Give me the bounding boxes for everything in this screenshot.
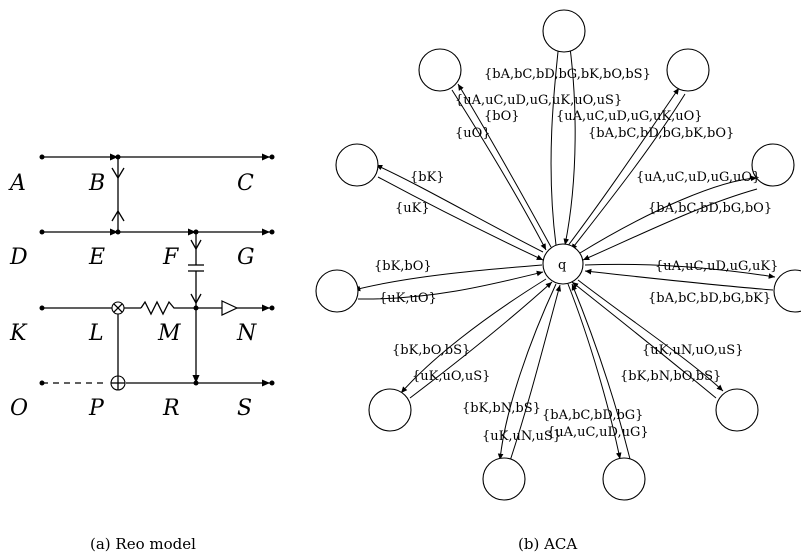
edge-label-21: {bA,bC,bD,bG} — [542, 408, 643, 423]
edge-label-12: {uK,uO} — [379, 291, 437, 306]
edge-label-7: {bK} — [410, 170, 445, 185]
edge-label-2: {uA,uC,uD,uG,uK,uO,uS} — [455, 93, 622, 108]
edge-label-22: {uA,uC,uD,uG} — [547, 425, 649, 440]
edge-label-14: {bA,bC,bD,bG,bK} — [648, 291, 771, 306]
node-label-G: G — [237, 245, 255, 270]
aca-caption: (b) ACA — [518, 535, 577, 552]
transition-q-bot-1 — [497, 283, 557, 461]
node-label-L: L — [88, 321, 104, 346]
state-bottom-center — [602, 457, 646, 501]
node-label-A: A — [8, 171, 26, 196]
transition-topleft-q-1 — [451, 89, 547, 251]
state-bottom-right — [715, 388, 759, 432]
node-label-R: R — [162, 396, 180, 421]
node-label-C: C — [237, 171, 254, 196]
lossy-sync-zigzag — [140, 300, 196, 316]
node-label-D: D — [9, 245, 28, 270]
transition-q-midright-1 — [584, 263, 776, 279]
node-label-M: M — [157, 321, 181, 346]
reo-model: A B C D E F G K L M N O P R S (a) Reo mo… — [8, 153, 275, 552]
node-label-P: P — [88, 396, 105, 421]
transition-q-right-1 — [579, 175, 758, 254]
edge-label-16: {uK,uO,uS} — [412, 369, 490, 384]
node-label-N: N — [236, 321, 257, 346]
transition-top-q-1 — [563, 32, 576, 246]
transition-q-midleft-1 — [353, 264, 543, 292]
state-q-label: q — [558, 258, 566, 273]
transition-q-botc-1 — [567, 283, 622, 460]
edge-label-1: {bA,bC,bD,bG,bK,bO,bS} — [484, 67, 651, 82]
channel-F-arrow — [190, 239, 202, 251]
transition-botleft-q-1 — [409, 281, 553, 399]
edge-label-11: {bK,bO} — [374, 259, 432, 274]
state-bottom-left — [368, 388, 412, 432]
node-label-F: F — [162, 245, 179, 270]
edge-label-10: {bA,bC,bD,bG,bO} — [648, 201, 772, 216]
state-mid-left — [315, 269, 359, 313]
node-label-O: O — [10, 396, 28, 421]
transition-botc-q-1 — [571, 283, 631, 460]
transition-midright-q-1 — [584, 268, 774, 291]
transition-q-left-1 — [375, 164, 544, 253]
transition-q-topright-1 — [566, 87, 680, 248]
edge-label-4: {uO} — [455, 126, 491, 141]
node-label-S: S — [237, 396, 252, 421]
aca-automaton: q {bA,bC,bD,bG,bK,bO,bS} {uA,uC,uD,uG,uK… — [315, 9, 801, 552]
sync-drain-arrow-top — [111, 167, 125, 180]
node-label-B: B — [88, 171, 105, 196]
edge-label-8: {uK} — [395, 201, 430, 216]
state-top-left — [418, 48, 462, 92]
channel-M-arrow-in — [190, 293, 202, 305]
fifo-triangle-icon — [221, 300, 239, 316]
edge-label-9: {uA,uC,uD,uG,uO} — [636, 170, 760, 185]
router-cross-2 — [113, 303, 123, 313]
edge-label-17: {uK,uN,uO,uS} — [642, 343, 744, 358]
state-mid-right — [773, 269, 801, 313]
transition-bot-q-1 — [509, 284, 562, 462]
state-bottom — [482, 457, 526, 501]
transition-q-topleft-1 — [457, 83, 552, 248]
edge-label-6: {bA,bC,bD,bG,bK,bO} — [588, 126, 734, 141]
reo-caption: (a) Reo model — [90, 535, 196, 552]
transition-botright-q-1 — [571, 281, 717, 399]
transition-midleft-q-1 — [357, 270, 544, 300]
transition-right-q-1 — [582, 188, 758, 261]
transition-topright-q-1 — [570, 93, 686, 251]
sync-drain-arrow-bottom — [111, 209, 125, 222]
transition-q-top-1 — [550, 32, 563, 246]
edge-label-20: {uK,uN,uS} — [482, 429, 561, 444]
edge-label-13: {uA,uC,uD,uG,uK} — [655, 259, 778, 274]
state-q — [542, 243, 584, 285]
edge-label-18: {bK,bN,bO,bS} — [620, 369, 721, 384]
edge-label-15: {bK,bO,bS} — [392, 343, 470, 358]
edge-label-19: {bK,bN,bS} — [462, 401, 541, 416]
transition-left-q-1 — [377, 176, 544, 261]
state-top-right — [666, 48, 710, 92]
state-top — [542, 9, 586, 53]
node-label-E: E — [88, 245, 105, 270]
state-right — [751, 143, 795, 187]
state-left — [335, 143, 379, 187]
transition-q-botleft-1 — [400, 278, 547, 394]
reo-node-dots — [39, 154, 275, 386]
edge-label-5: {uA,uC,uD,uG,uK,uO} — [556, 109, 703, 124]
node-label-K: K — [9, 321, 28, 346]
edge-label-3: {bO} — [484, 109, 520, 124]
transition-q-botright-1 — [577, 279, 724, 392]
